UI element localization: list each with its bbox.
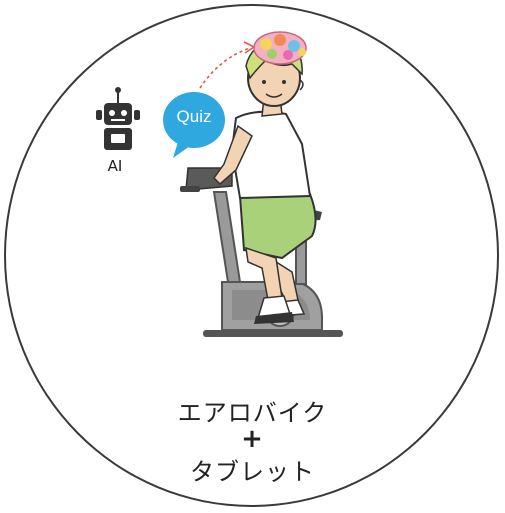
caption-plus: + [241, 424, 264, 454]
robot-icon [96, 87, 140, 150]
speech-bubble-icon [163, 92, 225, 158]
person-illustration [213, 41, 317, 324]
brain-icon [253, 31, 307, 65]
caption-line-1: エアロバイク [177, 399, 328, 427]
robot-label: AI [107, 157, 123, 175]
bubble-label: Quiz [176, 107, 212, 126]
caption-line-2: タブレット [190, 458, 315, 486]
